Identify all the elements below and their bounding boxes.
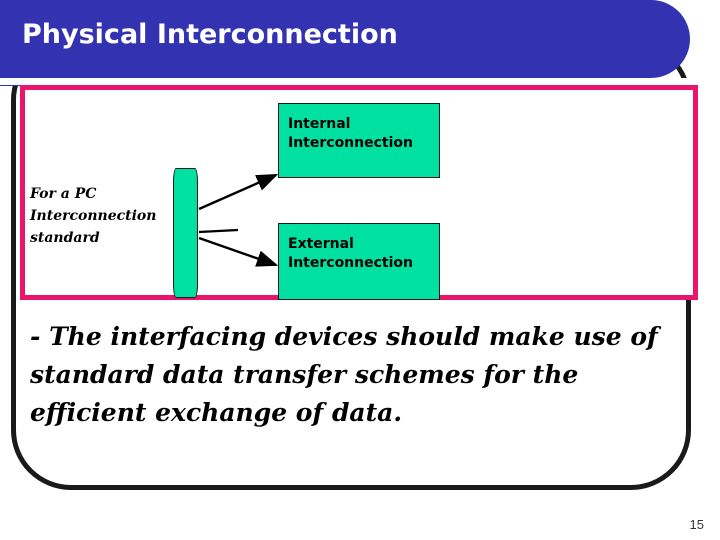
box-internal-interconnection: Internal Interconnection [278, 103, 440, 178]
banner-gap-fill [0, 78, 700, 85]
page-number: 15 [689, 517, 704, 532]
body-paragraph: - The interfacing devices should make us… [30, 322, 658, 427]
bracket-shape [173, 168, 198, 298]
title-banner [0, 0, 690, 78]
page-title: Physical Interconnection [22, 19, 398, 50]
diagram-caption: For a PC Interconnection standard [30, 186, 157, 246]
box-external-interconnection: External Interconnection [278, 223, 440, 300]
